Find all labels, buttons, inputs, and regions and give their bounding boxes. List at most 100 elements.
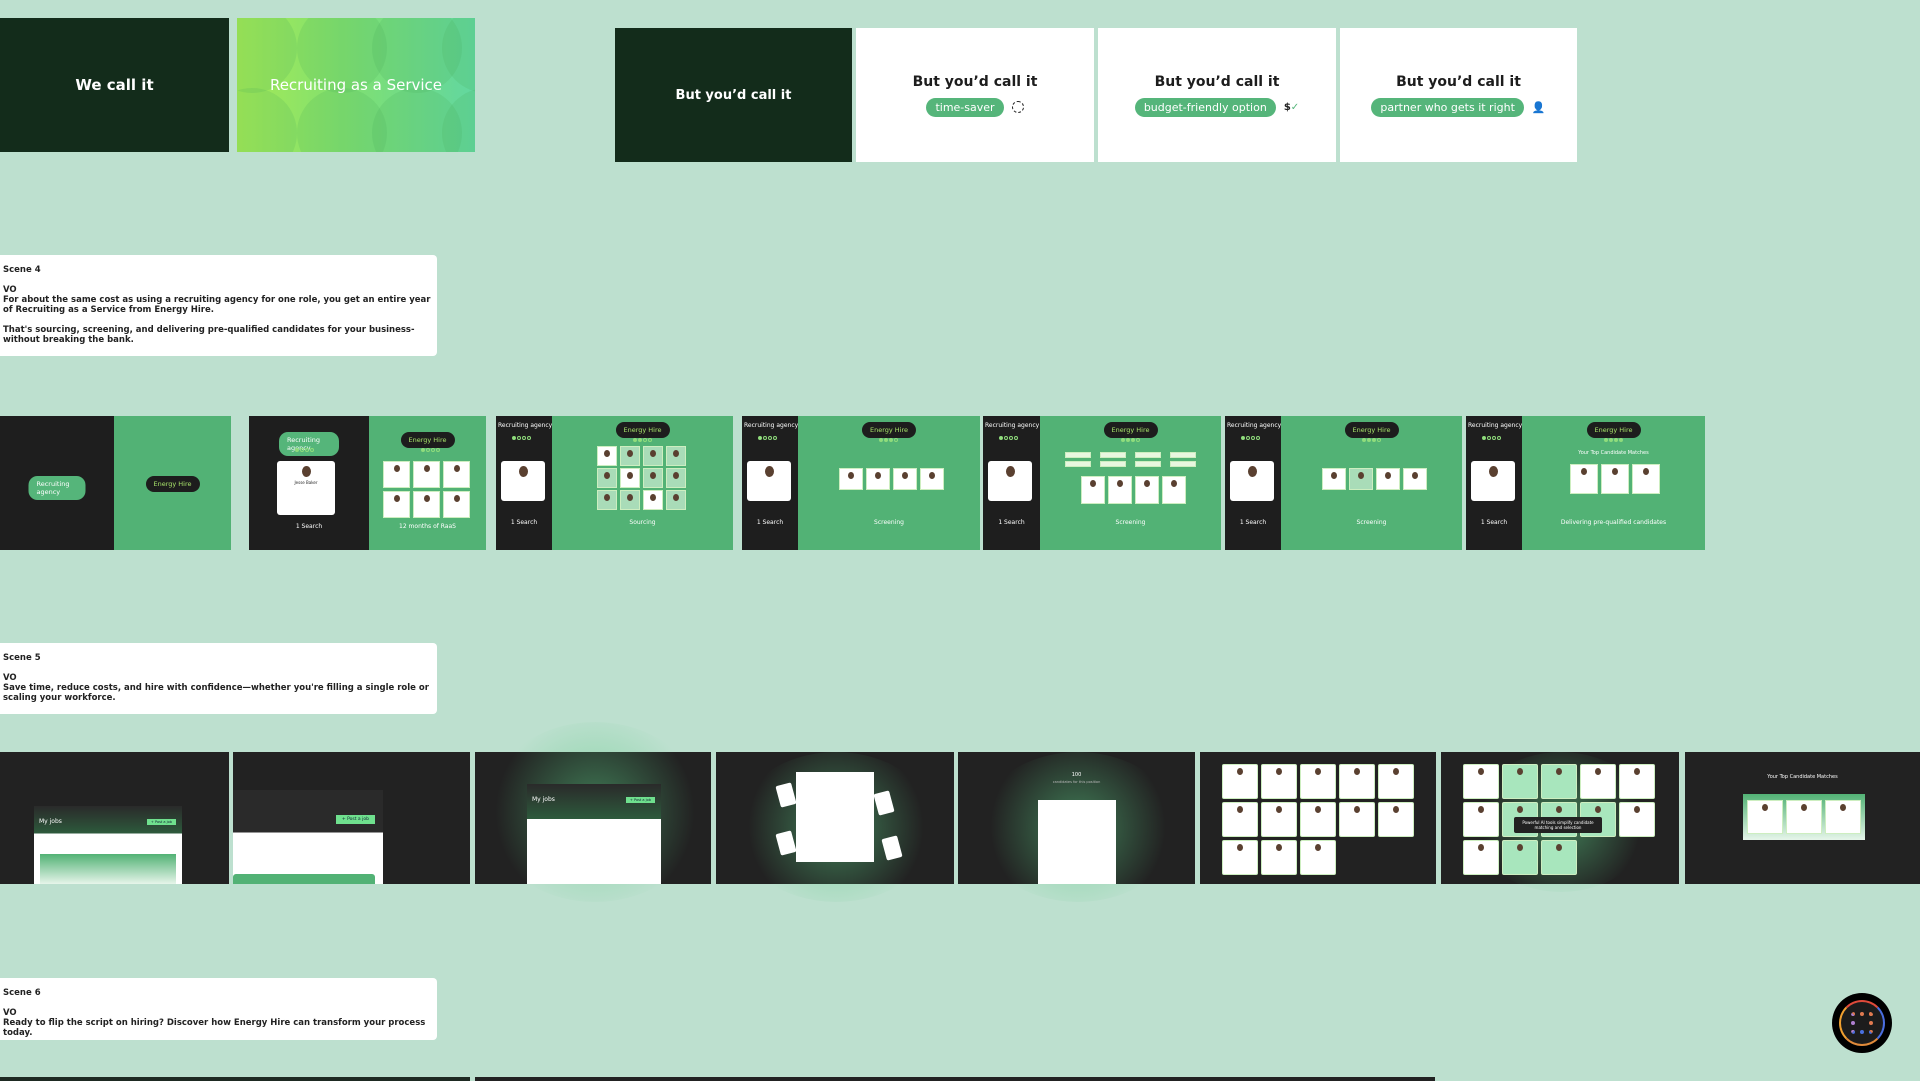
frame-raas[interactable]: Recruiting as a Service (237, 18, 475, 152)
scene-5-frame[interactable] (1200, 752, 1436, 884)
scene-5-frame[interactable]: + Post a job (233, 752, 470, 884)
candidate-mini-card (619, 468, 640, 488)
scene-4-note[interactable]: Scene 4 VO For about the same cost as us… (0, 255, 437, 356)
candidate-mini-card (1134, 476, 1159, 504)
avatar (1556, 768, 1562, 775)
avatar (1357, 472, 1364, 479)
phase-caption: 12 months of RaaS (399, 523, 456, 530)
progress-dots (1482, 436, 1501, 440)
scene-6-frames-edge (475, 1077, 1435, 1081)
candidate-mini-card (665, 468, 686, 488)
post-job-button[interactable]: + Post a job (146, 819, 176, 825)
candidate-card (1786, 800, 1822, 834)
candidate-card (1230, 461, 1274, 501)
avatar (1393, 806, 1399, 813)
app-screen: My jobs+ Post a job (34, 806, 182, 884)
progress-dot (1004, 436, 1008, 440)
search-count-caption: 1 Search (756, 519, 784, 526)
scene-5-frame[interactable]: Your Top Candidate Matches (1685, 752, 1920, 884)
top-matches-panel (1743, 794, 1865, 840)
candidate-card (1471, 461, 1515, 501)
progress-dots (512, 436, 531, 440)
candidate-card (1580, 764, 1616, 799)
avatar (1089, 480, 1096, 487)
scene-5-frame[interactable]: My jobs+ Post a job (475, 722, 711, 902)
scene-5-note[interactable]: Scene 5 VO Save time, reduce costs, and … (0, 643, 437, 714)
avatar (626, 450, 633, 457)
energy-hire-pill: Energy Hire (1344, 422, 1399, 438)
app-logo-icon[interactable] (1832, 993, 1892, 1053)
vo-line: Ready to flip the script on hiring? Disc… (3, 1018, 426, 1038)
candidate-mini-card (866, 468, 890, 490)
search-count-caption: 1 Search (998, 519, 1025, 526)
screening-note (1099, 461, 1126, 467)
progress-dot (879, 438, 883, 442)
candidate-card (988, 461, 1032, 501)
avatar (1354, 768, 1360, 775)
candidate-mini-card (642, 490, 663, 510)
candidate-card (1502, 764, 1538, 799)
progress-dot (1241, 436, 1245, 440)
avatar (1580, 468, 1587, 475)
progress-dot (763, 436, 767, 440)
scene-5-frame[interactable]: Powerful AI tools simplify candidate mat… (1441, 752, 1679, 892)
progress-dot (1120, 438, 1125, 442)
pill-budget-friendly: budget-friendly option (1134, 97, 1276, 117)
energy-hire-panel: Energy Hire (114, 416, 231, 550)
avatar (1330, 472, 1337, 479)
phase-caption: Screening (1356, 519, 1387, 526)
avatar (1384, 472, 1391, 479)
post-job-button[interactable]: + Post a job (625, 797, 655, 803)
candidate-mini-card (642, 446, 663, 466)
screening-note (1134, 461, 1161, 467)
candidate-mini-card (413, 491, 440, 518)
frame-time-saver[interactable]: But you’d call it time-saver (856, 28, 1094, 162)
phase-caption: Screening (874, 519, 904, 526)
energy-hire-pill: Energy Hire (1103, 422, 1158, 438)
post-job-button[interactable]: + Post a job (335, 815, 375, 824)
scene-6-note[interactable]: Scene 6 VO Ready to flip the script on h… (0, 978, 437, 1040)
avatar (393, 495, 400, 502)
scene-5-frame[interactable] (716, 752, 954, 902)
avatar (1478, 844, 1484, 851)
avatar (1642, 468, 1649, 475)
candidate-card (1463, 802, 1499, 837)
progress-dot (1497, 436, 1501, 440)
avatar (1237, 768, 1243, 775)
avatar (672, 450, 679, 457)
candidate-count: 100 (1071, 772, 1082, 778)
progress-dot (522, 436, 526, 440)
pill-time-saver: time-saver (926, 97, 1004, 117)
screening-note (1064, 461, 1091, 467)
pill-partner: partner who gets it right (1371, 97, 1524, 117)
frame-budget-friendly[interactable]: But you’d call it budget-friendly option… (1098, 28, 1336, 162)
candidate-mini-card (665, 490, 686, 510)
top-matches-heading: Your Top Candidate Matches (1578, 450, 1649, 456)
phase-caption: Screening (1115, 519, 1146, 526)
candidate-card (1300, 764, 1336, 799)
scene-5-frame[interactable]: My jobs+ Post a job (0, 752, 229, 884)
avatar (1237, 844, 1243, 851)
frame-partner[interactable]: But you’d call it partner who gets it ri… (1340, 28, 1577, 162)
phase-caption: Delivering pre-qualified candidates (1560, 519, 1667, 526)
candidate-card (1300, 840, 1336, 875)
candidate-mini-card (443, 461, 470, 488)
scene-6-frames-edge (0, 1077, 470, 1081)
frame-we-call-it[interactable]: We call it (0, 18, 229, 152)
candidate-mini-card (413, 461, 440, 488)
frame-but-youd-call-it[interactable]: But you’d call it (615, 28, 852, 162)
avatar (1276, 768, 1282, 775)
avatar (1315, 768, 1321, 775)
avatar (764, 466, 774, 477)
avatar (393, 465, 400, 472)
